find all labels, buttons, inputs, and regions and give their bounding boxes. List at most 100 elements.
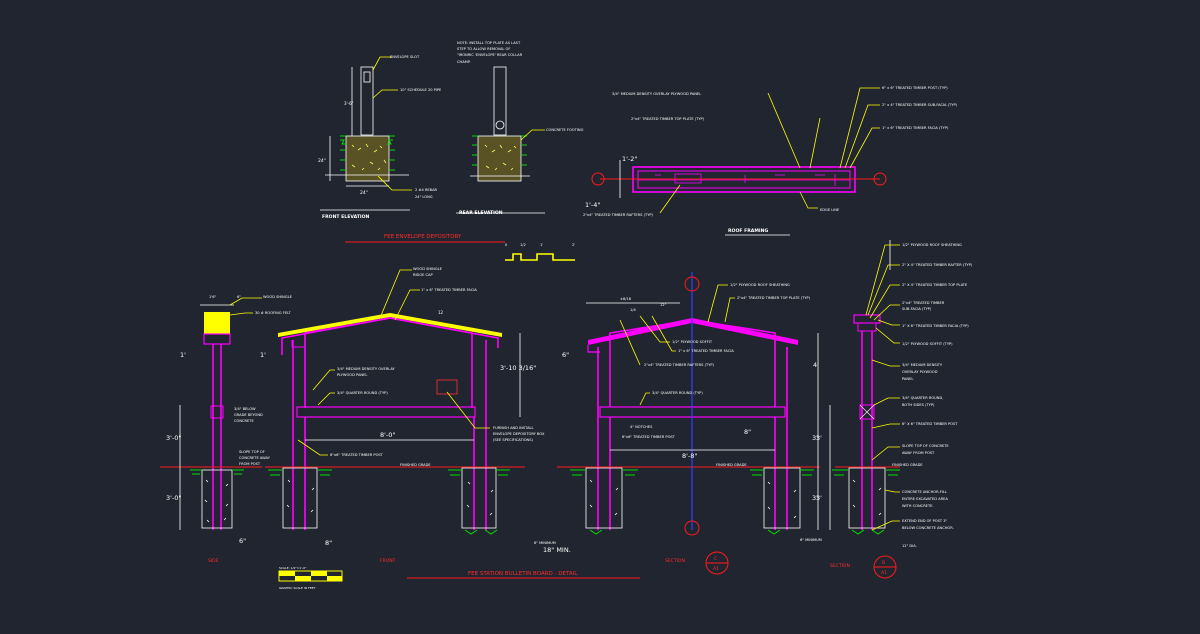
depository-title: FEE ENVELOPE DEPOSITORY: [384, 234, 462, 240]
section-callout-top: C: [714, 556, 717, 562]
front-bottom-rail: [296, 406, 476, 418]
leader-rafters: [659, 184, 681, 214]
section-callout-bottom: A1: [713, 566, 719, 572]
section-span-dim: 8'-8": [682, 452, 697, 460]
leader-post: [839, 87, 880, 169]
roof-note-mdo: 3/4" MEDIUM DENSITY OVERLAY PLYWOOD PANE…: [612, 92, 701, 96]
leader-subfacia: [844, 104, 880, 169]
side-note-s2: CONCRETE AWAY: [239, 456, 271, 460]
side-note-d2: GRADE BEYOND: [234, 413, 263, 417]
side-dim-post: 6": [237, 295, 241, 299]
front-note-facia: 1" x 6" TREATED TIMBER FACIA: [421, 288, 477, 292]
section-min-dim: 18" MIN.: [543, 546, 571, 554]
front-width-dim: 24": [360, 190, 368, 196]
section-note-grade: FINISHED GRADE: [716, 463, 747, 467]
main-title: FEE STATION BULLETIN BOARD - DETAIL: [468, 571, 578, 577]
roof-note-subfacia: 2" x 4" TREATED TIMBER SUB-FACIA (TYP): [882, 103, 958, 107]
right-note-8: 3/4" MEDIUM DENSITY: [902, 363, 943, 367]
front-panel: [304, 317, 473, 408]
roof-dim-2: 1'-4": [585, 201, 600, 209]
section-note-top-plate: 2"x4" TREATED TIMBER TOP PLATE (TYP): [737, 296, 811, 300]
envelope-rear-elevation: NOTE: INSTALL TOP PLATE AS LAST STEP TO …: [456, 41, 584, 216]
right-vert-1: 3': [816, 434, 822, 442]
rear-concrete-footing: [477, 135, 522, 182]
roof-framing-title: ROOF FRAMING: [728, 228, 768, 234]
leader-front-shingle: [379, 269, 412, 319]
front-height-dim: 3'-10 3/16": [500, 364, 536, 372]
section-label: SECTION: [665, 558, 685, 564]
section-note-minimum: 6" MINIMUM: [534, 541, 556, 545]
leader-front-qr: [317, 392, 335, 406]
envelope-box: [436, 379, 458, 395]
side-note-s1: SLOPE TOP OF: [239, 450, 265, 454]
install-note-2: STEP TO ALLOW REMOVAL OF: [457, 47, 510, 51]
side-note-felt: 30 # ROOFING FELT: [255, 311, 292, 315]
front-note-panel-2: PLYWOOD PANEL: [337, 373, 367, 377]
front-note-fin-3: (SEE SPECIFICATIONS): [493, 438, 534, 442]
front-label: FRONT: [380, 558, 396, 564]
side-dim-eave: 1': [180, 351, 186, 359]
scale-subtitle: GRAPHIC SCALE IN FEET: [279, 586, 316, 590]
section-soil: [570, 469, 814, 535]
front-note-shingle-2: RIDGE CAP: [413, 273, 433, 277]
side-dim-width: 6": [239, 537, 246, 545]
scale-t2: 1': [540, 243, 543, 247]
right-note-18: ENTIRE EXCAVATED AREA: [902, 497, 948, 501]
right-note-6: 1" X 6" TREATED TIMBER FACIA (TYP): [902, 324, 969, 328]
leader-section-top-plate: [724, 297, 735, 323]
side-soil: [190, 469, 244, 475]
roof-note-top-plate: 2"x4" TREATED TIMBER TOP PLATE (TYP): [631, 117, 705, 121]
right-top-plate: [857, 322, 877, 332]
right-rail-box: [859, 404, 875, 420]
section-marker-right: [873, 172, 887, 186]
section-top-dim-2: 1/4: [630, 308, 636, 312]
side-note-shingle: WOOD SHINGLE: [263, 295, 293, 299]
rear-pipe-outline: [493, 66, 507, 136]
right-note-17: CONCRETE ANCHOR-FILL: [902, 490, 947, 494]
note-pipe: 10" SCHEDULE 20 PIPE: [400, 88, 442, 92]
section-note-minimum-r: 6" MINIMUM: [800, 538, 822, 542]
side-top-plate: [203, 333, 231, 345]
right-note-10: PANEL: [902, 377, 913, 381]
leader-envelope-slot: [372, 56, 392, 71]
front-note-qr: 3/4" QUARTER ROUND (TYP): [337, 391, 388, 395]
section-note-sheathing: 1/2" PLYWOOD ROOF SHEATHING: [730, 283, 790, 287]
side-note-s3: FROM POST: [239, 462, 261, 466]
roof-note-post: 6" x 6" TREATED TIMBER POST (TYP): [882, 86, 948, 90]
leader-side-felt: [229, 312, 253, 316]
front-depth-dim: 24": [318, 158, 326, 164]
centerline-marker-bottom: [684, 520, 700, 536]
section-top-dim-3: 12": [660, 303, 667, 307]
concrete-dots: [351, 143, 387, 171]
leader-front-panel: [312, 369, 335, 391]
front-footing-right: [461, 467, 497, 529]
leader-mdo: [767, 92, 801, 169]
section-top-dim-1: ±8/16: [620, 297, 632, 301]
scale-t0: 0: [505, 243, 508, 247]
section-left-dim: 6": [562, 351, 569, 359]
rear-elevation-label: REAR ELEVATION: [459, 210, 503, 216]
depository-graphic-scale: 0 1/2 1' 2': [505, 243, 575, 261]
front-roof-line: [281, 317, 499, 355]
soil-hatch: [340, 135, 395, 171]
front-soil: [268, 469, 510, 535]
leader-facia: [849, 127, 880, 169]
right-note-21: BELOW CONCRETE ANCHOR.: [902, 526, 954, 530]
section-mid-dim: 8": [744, 428, 751, 436]
section-note-facia: 1" x 6" TREATED TIMBER FACIA: [678, 349, 734, 353]
rear-concrete-dots: [484, 144, 517, 171]
note-envelope-slot: ENVELOPE SLOT: [390, 55, 420, 59]
leader-front-box: [446, 391, 490, 429]
envelope-slot: [363, 71, 371, 83]
section-footing-right: [763, 467, 801, 529]
centerline-marker-top: [684, 276, 700, 292]
right-note-19: WITH CONCRETE.: [902, 504, 934, 508]
leader-edge: [799, 191, 818, 209]
front-note-fin-1: FURNISH AND INSTALL: [493, 426, 534, 430]
front-note-shingle-1: WOOD SHINGLE: [413, 267, 443, 271]
install-note-4: CHAMP.: [457, 60, 471, 64]
front-elevation-label: FRONT ELEVATION: [322, 214, 370, 220]
section-marker-left: [591, 172, 605, 186]
leader-section-facia: [651, 315, 676, 352]
